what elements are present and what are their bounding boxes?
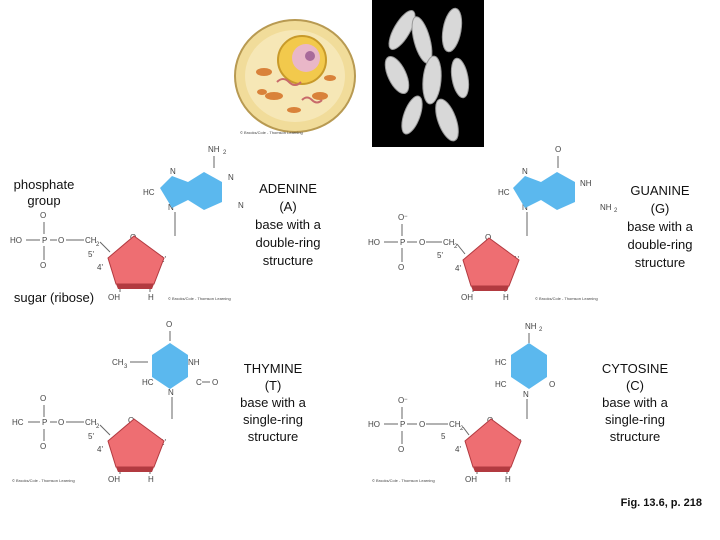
svg-text:2: 2 bbox=[460, 426, 464, 432]
svg-text:O: O bbox=[398, 213, 404, 222]
svg-text:3: 3 bbox=[124, 364, 128, 370]
svg-text:O: O bbox=[40, 261, 46, 270]
svg-text:CH: CH bbox=[443, 238, 455, 247]
svg-text:HC: HC bbox=[495, 380, 507, 389]
svg-text:P: P bbox=[400, 420, 405, 429]
svg-text:NH: NH bbox=[188, 358, 200, 367]
cytosine-credit: © Brooks/Cole - Thomson Learning bbox=[372, 478, 435, 483]
svg-text:HO: HO bbox=[368, 238, 380, 247]
thymine-credit: © Brooks/Cole - Thomson Learning bbox=[12, 478, 75, 483]
svg-text:N: N bbox=[238, 201, 244, 210]
svg-text:4': 4' bbox=[455, 264, 461, 273]
svg-text:CH: CH bbox=[85, 236, 97, 245]
svg-text:HC: HC bbox=[143, 188, 155, 197]
svg-text:HO: HO bbox=[368, 420, 380, 429]
svg-text:O: O bbox=[40, 394, 46, 403]
svg-text:O: O bbox=[58, 236, 64, 245]
svg-text:2: 2 bbox=[539, 327, 543, 333]
svg-text:2: 2 bbox=[96, 424, 100, 430]
svg-text:OH: OH bbox=[465, 475, 477, 484]
svg-text:H: H bbox=[148, 293, 154, 302]
svg-text:CH: CH bbox=[85, 418, 97, 427]
svg-text:NH: NH bbox=[525, 322, 537, 331]
chromosome-micrograph bbox=[372, 0, 484, 147]
svg-text:O: O bbox=[419, 420, 425, 429]
svg-text:O: O bbox=[419, 238, 425, 247]
svg-text:N: N bbox=[168, 203, 174, 212]
figure-reference: Fig. 13.6, p. 218 bbox=[620, 497, 702, 509]
svg-text:N: N bbox=[168, 388, 174, 397]
svg-text:P: P bbox=[42, 236, 47, 245]
svg-text:CH: CH bbox=[449, 420, 461, 429]
svg-text:O: O bbox=[555, 145, 561, 154]
svg-text:2: 2 bbox=[96, 242, 100, 248]
svg-text:5': 5' bbox=[88, 250, 94, 259]
svg-text:P: P bbox=[400, 238, 405, 247]
svg-text:HC: HC bbox=[495, 358, 507, 367]
svg-text:HC: HC bbox=[12, 418, 24, 427]
svg-text:5': 5' bbox=[437, 251, 443, 260]
svg-text:H: H bbox=[505, 475, 511, 484]
svg-text:O: O bbox=[485, 233, 491, 242]
svg-text:OH: OH bbox=[461, 293, 473, 302]
adenine-credit: © Brooks/Cole - Thomson Learning bbox=[168, 296, 231, 301]
svg-text:5: 5 bbox=[441, 432, 446, 441]
svg-text:−: − bbox=[404, 214, 408, 220]
cell-credit: © Brooks/Cole - Thomson Learning bbox=[240, 130, 303, 135]
svg-text:NH: NH bbox=[600, 203, 612, 212]
svg-text:N: N bbox=[522, 167, 528, 176]
sugar-ribose-label: sugar (ribose) bbox=[13, 290, 95, 305]
svg-text:O: O bbox=[40, 211, 46, 220]
svg-text:HC: HC bbox=[142, 378, 154, 387]
svg-text:−: − bbox=[404, 397, 408, 403]
svg-text:C: C bbox=[196, 378, 202, 387]
svg-text:O: O bbox=[166, 320, 172, 329]
svg-text:O: O bbox=[40, 442, 46, 451]
svg-text:O: O bbox=[128, 416, 134, 425]
svg-text:O: O bbox=[398, 396, 404, 405]
svg-text:N: N bbox=[228, 173, 234, 182]
svg-text:H: H bbox=[503, 293, 509, 302]
svg-text:5': 5' bbox=[88, 432, 94, 441]
svg-text:H: H bbox=[148, 475, 154, 484]
svg-text:NH: NH bbox=[580, 179, 592, 188]
cell-illustration bbox=[234, 19, 356, 133]
svg-text:O: O bbox=[212, 378, 218, 387]
svg-text:2: 2 bbox=[454, 244, 458, 250]
svg-text:O: O bbox=[398, 445, 404, 454]
svg-text:CH: CH bbox=[112, 358, 124, 367]
svg-text:HO: HO bbox=[10, 236, 22, 245]
svg-text:4': 4' bbox=[97, 263, 103, 272]
svg-text:OH: OH bbox=[108, 293, 120, 302]
svg-text:O: O bbox=[549, 380, 555, 389]
guanine-credit: © Brooks/Cole - Thomson Learning bbox=[535, 296, 598, 301]
svg-text:OH: OH bbox=[108, 475, 120, 484]
svg-text:P: P bbox=[42, 418, 47, 427]
svg-text:NH: NH bbox=[208, 145, 220, 154]
svg-text:N: N bbox=[170, 167, 176, 176]
svg-text:O: O bbox=[58, 418, 64, 427]
svg-text:2: 2 bbox=[223, 150, 227, 156]
svg-text:4': 4' bbox=[455, 445, 461, 454]
svg-text:4': 4' bbox=[97, 445, 103, 454]
svg-text:O: O bbox=[398, 263, 404, 272]
svg-text:2: 2 bbox=[614, 208, 618, 214]
svg-text:HC: HC bbox=[498, 188, 510, 197]
svg-text:N: N bbox=[523, 390, 529, 399]
